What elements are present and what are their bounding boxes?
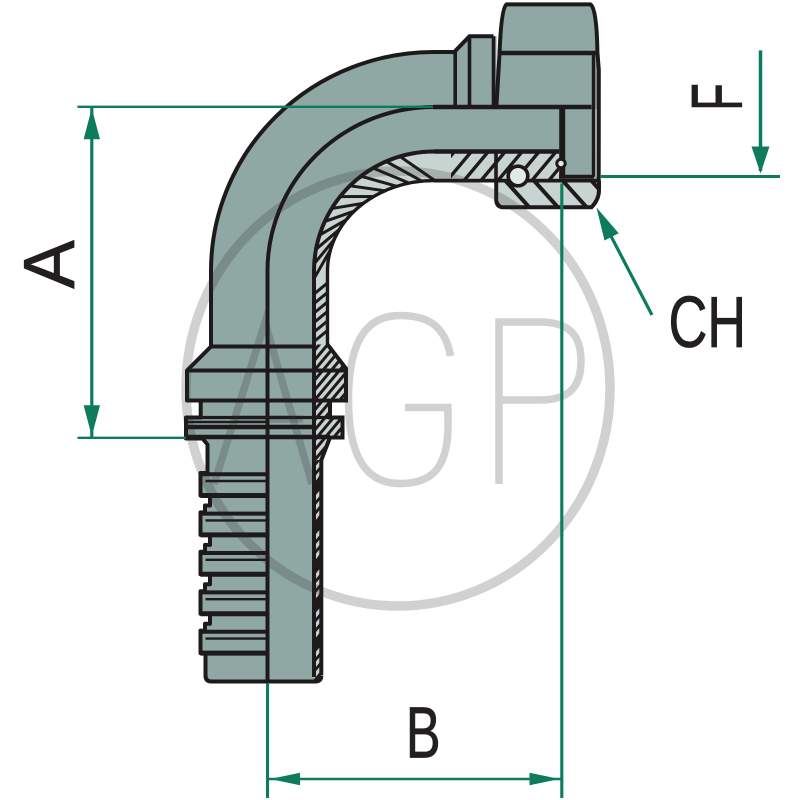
- svg-text:A: A: [9, 240, 90, 289]
- svg-text:B: B: [406, 693, 441, 773]
- svg-text:F: F: [675, 83, 757, 111]
- svg-text:CH: CH: [668, 281, 746, 363]
